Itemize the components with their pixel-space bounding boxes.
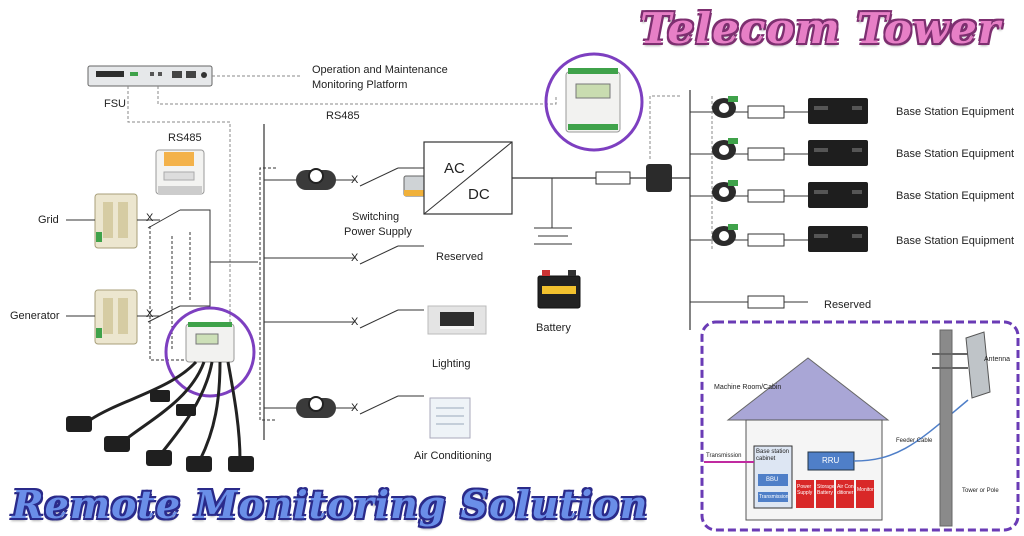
- breaker-mark-lighting: X: [351, 316, 359, 328]
- inset-air-con-line1: Air Con: [837, 484, 854, 490]
- inset-feeder-cable-label: Feeder Cable: [896, 438, 933, 444]
- breaker-mark-switching: X: [351, 174, 359, 186]
- base-station-label-1: Base Station Equipment: [896, 106, 1015, 118]
- breaker-mark-generator: X: [146, 308, 154, 320]
- battery-label: Battery: [536, 322, 571, 334]
- inset-monitor-label: Monitor: [857, 487, 874, 493]
- inset-antenna-label: Antenna: [984, 356, 1011, 363]
- rs485-meter: [155, 149, 205, 195]
- breaker-mark-grid: X: [146, 212, 154, 224]
- base-station-label-2: Base Station Equipment: [896, 148, 1015, 160]
- meter-with-ct-sensors: [66, 306, 256, 472]
- generator-label: Generator: [10, 310, 60, 322]
- ct-clamp-bs-3: [712, 180, 738, 202]
- om-platform-label-line1: Operation and Maintenance: [312, 64, 448, 76]
- generator-breaker: [94, 289, 138, 345]
- ct-clamp-bs-1: [712, 96, 738, 118]
- switching-label-line2: Power Supply: [344, 226, 412, 238]
- reserved-mid-label: Reserved: [436, 251, 484, 263]
- ct-clamp-bs-2: [712, 138, 738, 160]
- inset-cabinet-label-line1: Base station: [756, 449, 790, 455]
- base-station-unit-1: [808, 98, 868, 124]
- ct-clamp-aircon: [296, 396, 336, 418]
- inset-machine-room-label: Machine Room/Cabin: [714, 384, 782, 391]
- inset-panel: [700, 320, 1020, 532]
- inset-transmission-label: Transmission: [706, 453, 742, 459]
- dc-current-sensor: [646, 164, 672, 192]
- dc-meter: [544, 52, 644, 152]
- inset-storage-battery-line2: Battery: [817, 490, 833, 496]
- grid-breaker: [94, 193, 138, 249]
- reserved-right-label: Reserved: [824, 299, 872, 311]
- inset-power-supply-line1: Power: [797, 484, 812, 490]
- air-conditioner: [429, 397, 471, 439]
- title-remote-monitoring: Remote Monitoring Solution: [12, 482, 649, 527]
- rs485-left-label: RS485: [168, 132, 202, 144]
- ct-clamp-bs-4: [712, 224, 738, 246]
- base-station-unit-3: [808, 182, 868, 208]
- grid-label: Grid: [38, 214, 59, 226]
- inset-storage-battery-line1: Storage: [817, 484, 835, 490]
- fsu-device: [87, 65, 213, 87]
- base-station-label-3: Base Station Equipment: [896, 190, 1015, 202]
- base-station-unit-2: [808, 140, 868, 166]
- breaker-mark-aircon: X: [351, 402, 359, 414]
- inset-air-con-line2: ditioner: [837, 490, 854, 496]
- ac-label: AC: [444, 160, 465, 177]
- lighting-label: Lighting: [432, 358, 471, 370]
- switching-label-line1: Switching: [352, 211, 400, 223]
- base-station-label-4: Base Station Equipment: [896, 235, 1015, 247]
- base-station-unit-4: [808, 226, 868, 252]
- title-telecom-tower: Telecom Tower: [640, 4, 1001, 53]
- ct-clamp-switching: [296, 168, 336, 190]
- air-conditioning-label: Air Conditioning: [414, 450, 492, 462]
- rs485-bus-label: RS485: [326, 110, 360, 122]
- inset-power-supply-line2: Supply: [797, 490, 813, 496]
- inset-rru-label: RRU: [822, 456, 840, 465]
- breaker-mark-reserved: X: [351, 252, 359, 264]
- fsu-label: FSU: [104, 98, 126, 110]
- dc-label: DC: [468, 186, 490, 203]
- om-platform-label-line2: Monitoring Platform: [312, 79, 408, 91]
- ac-dc-converter: [423, 141, 513, 215]
- inset-transmission-box-label: Transmission: [759, 494, 789, 500]
- lighting-fixture: [427, 305, 487, 335]
- inset-tower-label: Tower or Pole: [962, 488, 999, 494]
- inset-cabinet-label-line2: cabinet: [756, 456, 776, 462]
- battery-device: [537, 270, 581, 309]
- inset-bbu-label: BBU: [766, 477, 779, 483]
